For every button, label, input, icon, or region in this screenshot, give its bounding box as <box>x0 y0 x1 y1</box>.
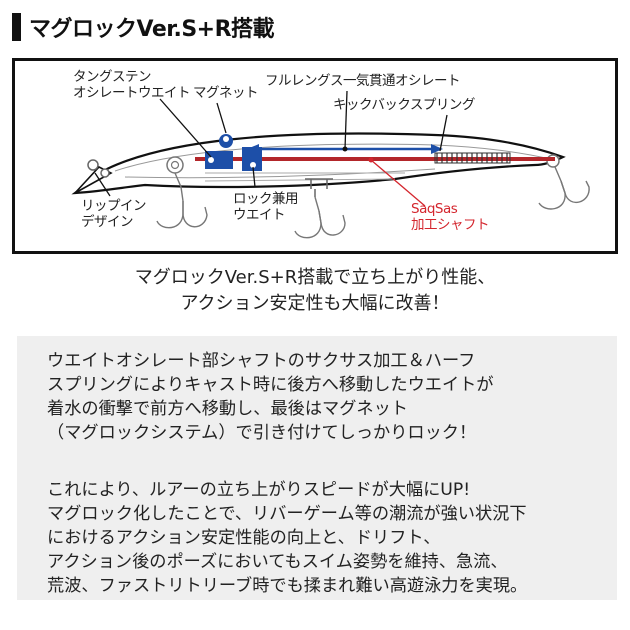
lock-weight-shape <box>242 147 262 171</box>
lure-illustration <box>71 90 590 239</box>
label-saqsas-shaft: SaqSas 加工シャフト <box>411 201 490 233</box>
page-title: マグロックVer.S+R搭載 <box>29 17 275 42</box>
feature-caption: マグロックVer.S+R搭載で立ち上がり性能、 アクション安定性も大幅に改善！ <box>0 265 630 317</box>
label-full-length-shaft: フルレングス一気貫通オシレート <box>265 73 461 89</box>
label-lock-weight: ロック兼用 ウエイト <box>233 191 299 223</box>
description-line: （マグロックシステム）で引き付けてしっかりロック！ <box>47 423 477 443</box>
label-lip-in-design: リップイン デザイン <box>81 198 147 230</box>
label-kickback-spring: キックバックスプリング <box>333 97 475 113</box>
description-line: ウエイトオシレート部シャフトのサクサス加工＆ハーフ <box>47 351 476 371</box>
description-line: スプリングによりキャスト時に後方へ移動したウエイトが <box>47 375 494 395</box>
section-header: マグロックVer.S+R搭載 <box>12 12 275 42</box>
description-paragraph-2: これにより、ルアーの立ち上がりスピードが大幅にUP! マグロック化したことで、リ… <box>47 478 527 598</box>
description-line: これにより、ルアーの立ち上がりスピードが大幅にUP! <box>47 480 471 500</box>
tungsten-weight-shape <box>205 151 233 169</box>
description-line: アクション後のポーズにおいてもスイム姿勢を維持、急流、 <box>47 552 508 572</box>
description-box: ウエイトオシレート部シャフトのサクサス加工＆ハーフ スプリングによりキャスト時に… <box>17 336 617 600</box>
description-line: マグロック化したことで、リバーゲーム等の潮流が強い状況下 <box>47 504 527 524</box>
caption-line: マグロックVer.S+R搭載で立ち上がり性能、 <box>134 267 496 288</box>
caption-line: アクション安定性も大幅に改善！ <box>180 293 450 314</box>
description-line: 着水の衝撃で前方へ移動し、最後はマグネット <box>47 399 408 419</box>
description-line: におけるアクション安定性能の向上と、ドリフト、 <box>47 528 441 548</box>
description-line: 荒波、ファストリトリーブ時でも揉まれ難い高遊泳力を実現。 <box>47 576 528 596</box>
lure-diagram: タングステン オシレートウエイト マグネット フルレングス一気貫通オシレート キ… <box>12 58 618 254</box>
description-paragraph-1: ウエイトオシレート部シャフトのサクサス加工＆ハーフ スプリングによりキャスト時に… <box>47 349 494 445</box>
header-accent-bar <box>12 13 21 41</box>
label-magnet: マグネット <box>193 85 259 101</box>
label-tungsten-weight: タングステン オシレートウエイト <box>73 69 191 101</box>
